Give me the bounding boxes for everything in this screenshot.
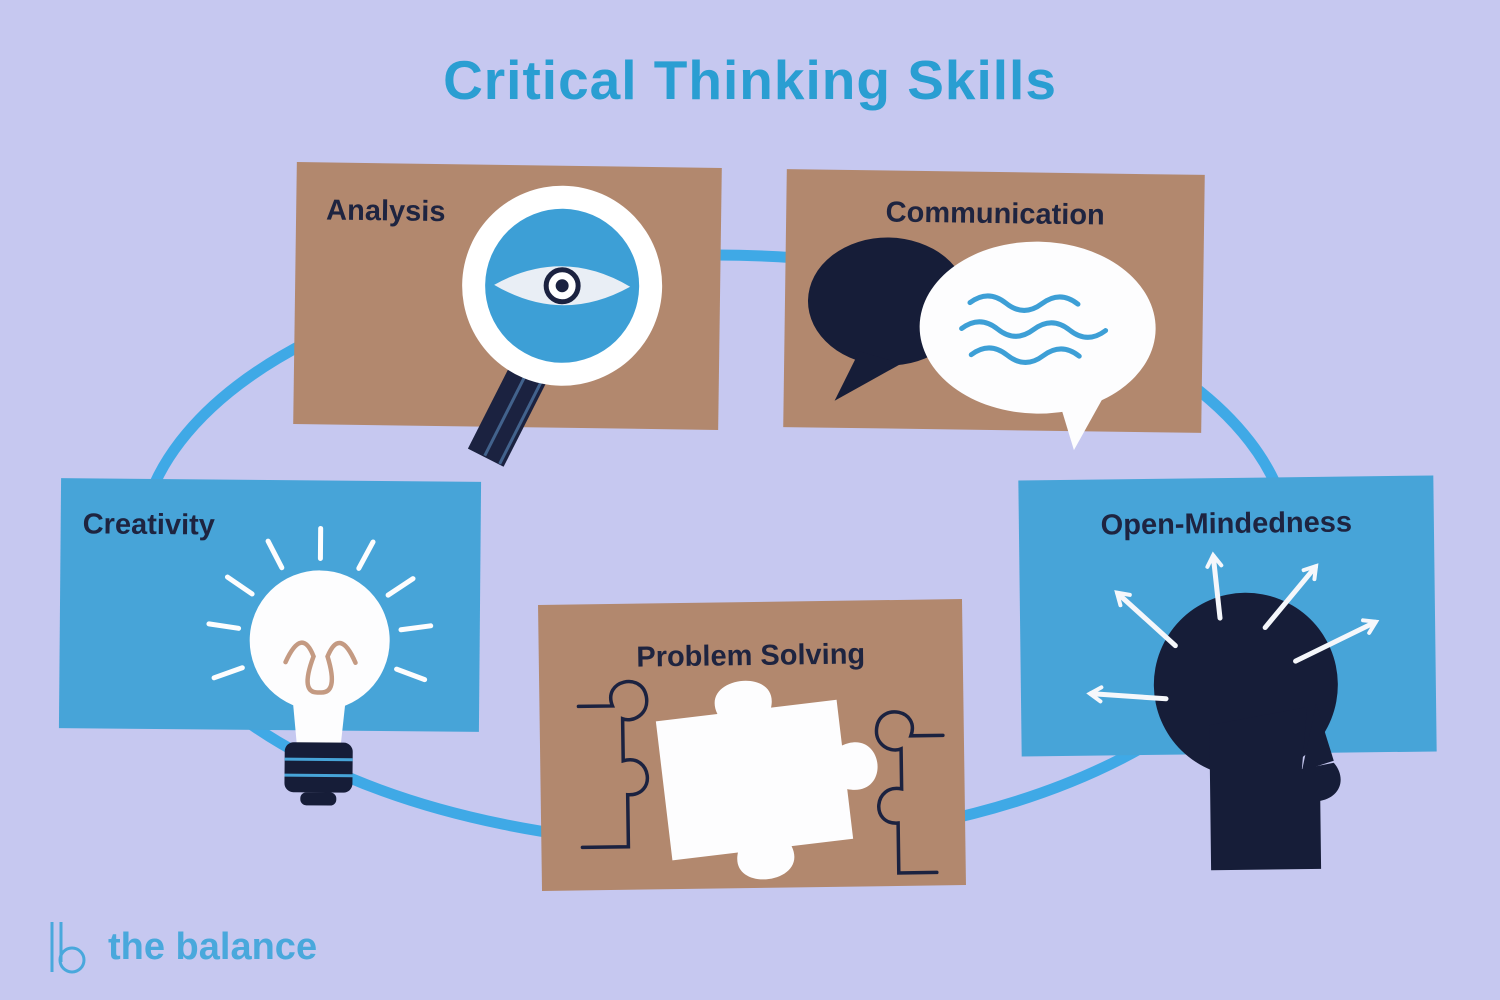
analysis-label: Analysis: [325, 194, 446, 229]
problem-solving-label: Problem Solving: [636, 638, 866, 674]
open-mindedness-box: Open-Mindedness: [1018, 475, 1437, 871]
brand-logo: the balance: [42, 918, 317, 976]
balance-logo-icon: [50, 922, 86, 974]
analysis-box: Analysis: [293, 162, 722, 467]
speech-bubbles-icon: [807, 237, 1156, 451]
problem-solving-box: Problem Solving: [538, 599, 966, 891]
magnifier-eye-icon: [462, 185, 663, 467]
lightbulb-icon: [206, 525, 434, 806]
puzzle-piece-icon: [576, 679, 945, 880]
brand-logo-text: the balance: [108, 925, 318, 968]
head-arrows-icon: [1086, 551, 1380, 871]
communication-box: Communication: [783, 169, 1205, 451]
open-mindedness-label: Open-Mindedness: [1100, 506, 1353, 542]
page-title: Critical Thinking Skills: [443, 49, 1057, 111]
communication-label: Communication: [885, 196, 1105, 232]
creativity-label: Creativity: [82, 508, 216, 542]
creativity-box: Creativity: [58, 478, 482, 806]
